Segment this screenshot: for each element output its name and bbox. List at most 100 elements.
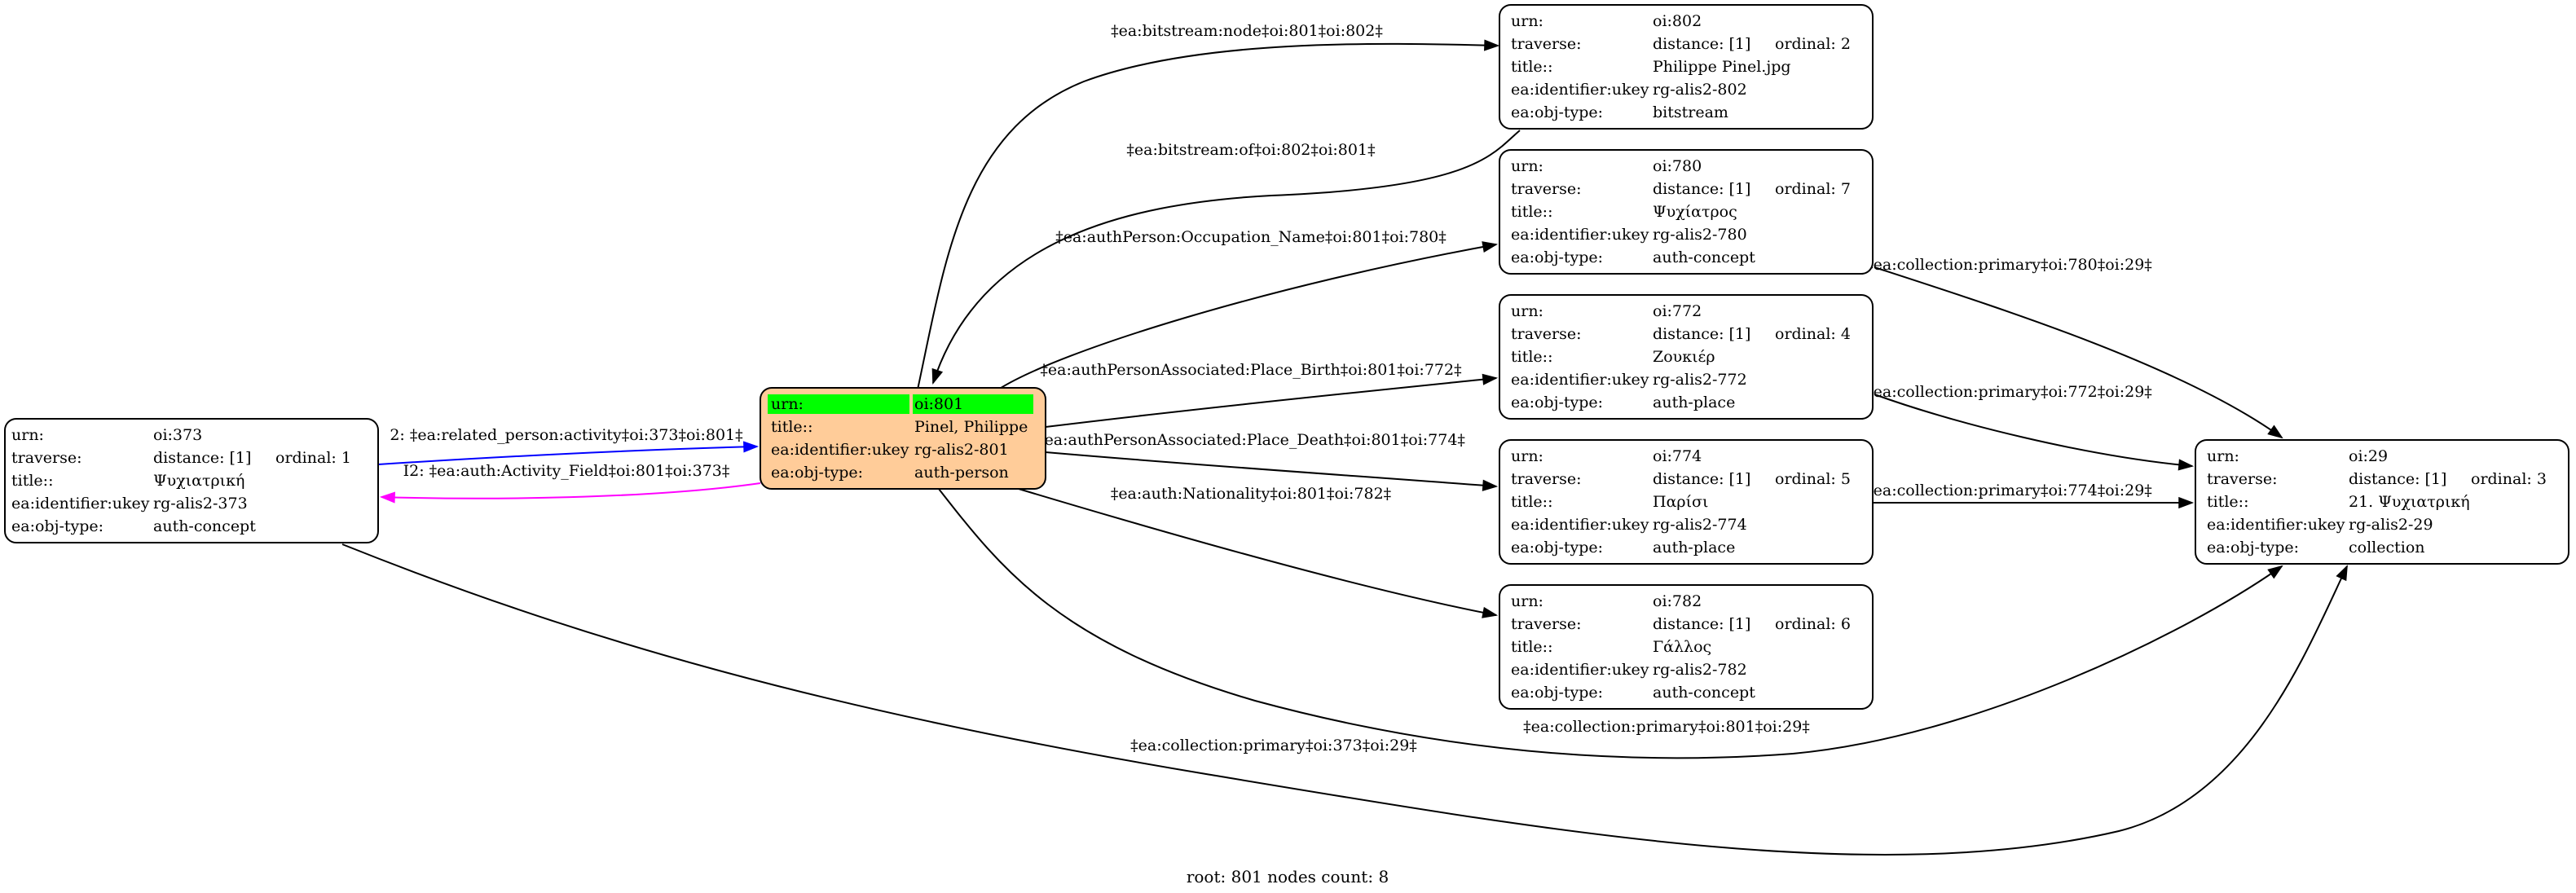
- arrowhead-icon: [1482, 606, 1499, 618]
- edges-layer: [341, 39, 2348, 856]
- edge-line: [1045, 377, 1497, 428]
- arrowhead-icon: [1482, 479, 1499, 491]
- edge-bitstream-node: [917, 39, 1500, 390]
- node-field-value: Ψυχιατρική: [153, 472, 244, 490]
- node-field-extra: ordinal: 3: [2471, 470, 2547, 488]
- node-box: [1499, 4, 1874, 130]
- arrowhead-icon: [2267, 425, 2283, 439]
- edge-place-birth: [1045, 373, 1499, 428]
- edge-line: [1018, 488, 1497, 616]
- edge-coll-774: [1873, 496, 2195, 509]
- arrowhead-icon: [1482, 241, 1499, 253]
- node-field-value: Παρίσι: [1653, 493, 1708, 511]
- node-field-value: auth-person: [914, 464, 1009, 482]
- node-field-key: ea:identifier:ukey: [2207, 516, 2345, 534]
- arrowhead-icon: [743, 441, 760, 453]
- edge-coll-772: [1874, 394, 2195, 471]
- node-field-value: oi:782: [1653, 592, 1702, 610]
- node-field-key: ea:obj-type:: [1511, 539, 1603, 556]
- node-field-value: bitstream: [1653, 103, 1728, 121]
- edge-line: [377, 446, 758, 465]
- node-field-key: ea:obj-type:: [11, 517, 103, 535]
- edge-line: [1874, 266, 2283, 438]
- node-field-value: rg-alis2-802: [1653, 81, 1747, 99]
- node-field-value: Γάλλος: [1653, 638, 1711, 656]
- node-field-value: rg-alis2-772: [1653, 371, 1747, 389]
- node-field-value: distance: [1]: [1653, 180, 1750, 198]
- node-field-value: distance: [1]: [153, 449, 251, 467]
- node-field-extra: ordinal: 4: [1775, 325, 1851, 343]
- node-field-extra: ordinal: 6: [1775, 615, 1851, 633]
- highlight-cell: [768, 394, 909, 414]
- node-field-key: title::: [11, 472, 53, 490]
- node-field-key: urn:: [2207, 447, 2239, 465]
- arrowhead-icon: [931, 367, 944, 385]
- node-field-value: Philippe Pinel.jpg: [1653, 58, 1791, 76]
- node-field-extra: ordinal: 2: [1775, 35, 1851, 53]
- node-field-value: distance: [1]: [1653, 615, 1750, 633]
- node-field-key: ea:obj-type:: [1511, 103, 1603, 121]
- node-field-key: traverse:: [11, 449, 82, 467]
- edge-label: ‡ea:bitstream:of‡oi:802‡oi:801‡: [1126, 141, 1375, 159]
- node-field-key: title::: [1511, 493, 1552, 511]
- edge-line: [997, 244, 1497, 390]
- node-field-key: traverse:: [1511, 470, 1582, 488]
- node-field-value: oi:801: [914, 395, 963, 413]
- node-field-value: oi:780: [1653, 157, 1702, 175]
- edge-label: ‡ea:collection:primary‡oi:780‡oi:29‡: [1865, 256, 2152, 274]
- edge-bitstream-of: [931, 130, 1521, 385]
- highlight-cell: [913, 394, 1033, 414]
- edge-label: ‡ea:authPersonAssociated:Place_Birth‡oi:…: [1040, 361, 1461, 379]
- graph-footer: root: 801 nodes count: 8: [1187, 867, 1389, 886]
- node-field-value: distance: [1]: [1653, 325, 1750, 343]
- edge-label: ‡ea:collection:primary‡oi:774‡oi:29‡: [1865, 482, 2152, 499]
- edge-line: [1045, 451, 1497, 487]
- node-field-key: ea:identifier:ukey: [1511, 516, 1649, 534]
- node-field-value: rg-alis2-774: [1653, 516, 1747, 534]
- arrowhead-icon: [2267, 565, 2283, 579]
- node-field-key: ea:identifier:ukey: [771, 441, 909, 459]
- node-field-key: urn:: [1511, 157, 1543, 175]
- node-field-value: rg-alis2-373: [153, 495, 248, 512]
- node-box: [1499, 439, 1874, 565]
- node-field-value: rg-alis2-801: [914, 441, 1009, 459]
- arrowhead-icon: [1482, 373, 1499, 385]
- node-field-value: oi:373: [153, 426, 202, 444]
- node-field-value: oi:802: [1653, 12, 1702, 30]
- edge-coll-801: [938, 488, 2283, 759]
- node-field-key: title::: [771, 418, 812, 436]
- node-field-value: rg-alis2-780: [1653, 226, 1747, 244]
- node-field-value: rg-alis2-782: [1653, 661, 1747, 679]
- node-field-value: Ζουκιέρ: [1653, 348, 1715, 366]
- node-field-key: traverse:: [1511, 325, 1582, 343]
- node-box: [2195, 439, 2569, 565]
- node-field-key: urn:: [771, 395, 804, 413]
- edge-label: ‡ea:auth:Nationality‡oi:801‡oi:782‡: [1111, 485, 1391, 503]
- node-field-key: title::: [1511, 58, 1552, 76]
- node-box: [1499, 149, 1874, 275]
- edge-nationality: [1018, 488, 1499, 618]
- node-field-value: oi:774: [1653, 447, 1702, 465]
- edge-label: ‡ea:collection:primary‡oi:801‡oi:29‡: [1523, 718, 1810, 736]
- node-field-key: urn:: [1511, 302, 1543, 320]
- edge-line: [381, 482, 761, 499]
- node-field-value: Pinel, Philippe: [914, 418, 1028, 436]
- node-field-key: ea:obj-type:: [1511, 249, 1603, 266]
- edge-labels-layer: ‡ea:bitstream:node‡oi:801‡oi:802‡ ‡ea:bit…: [390, 22, 2151, 754]
- node-field-key: traverse:: [1511, 615, 1582, 633]
- node-field-key: traverse:: [1511, 35, 1582, 53]
- node-field-extra: ordinal: 5: [1775, 470, 1851, 488]
- node-field-value: auth-concept: [153, 517, 256, 535]
- edge-label: ‡ea:bitstream:node‡oi:801‡oi:802‡: [1111, 22, 1383, 40]
- edge-occupation: [997, 241, 1499, 390]
- node-field-key: title::: [1511, 638, 1552, 656]
- edge-activity-field: [379, 482, 761, 504]
- node-field-key: ea:identifier:ukey: [11, 495, 150, 512]
- node-field-value: distance: [1]: [1653, 35, 1750, 53]
